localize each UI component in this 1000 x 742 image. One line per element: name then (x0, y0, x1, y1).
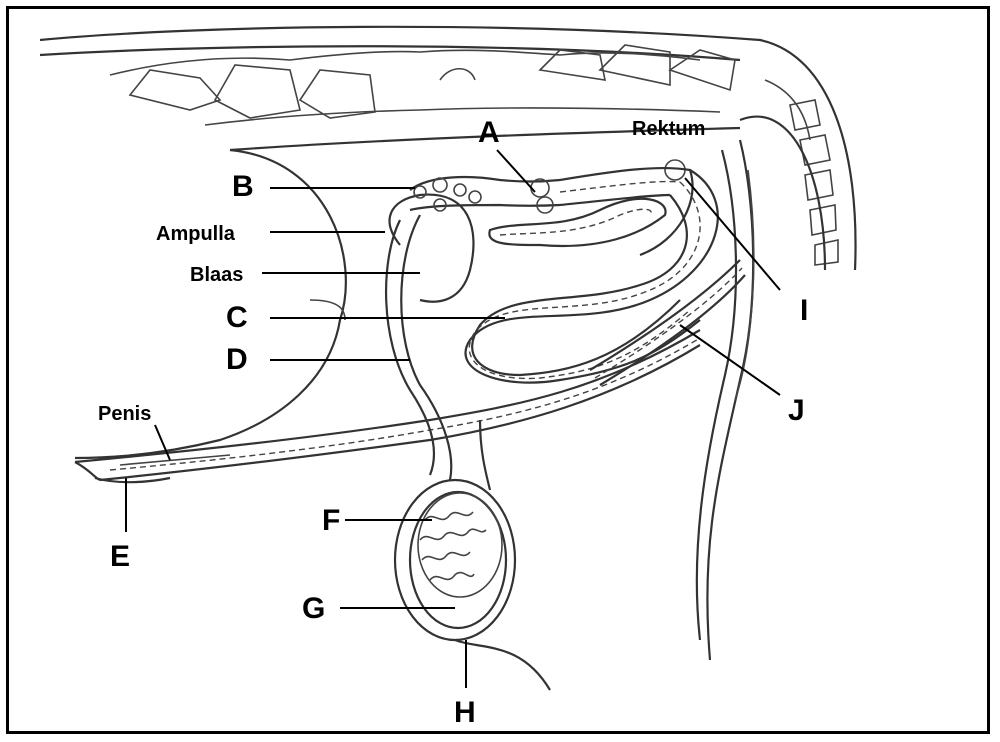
label-e: E (110, 540, 130, 573)
label-i: I (800, 294, 808, 327)
label-g: G (302, 592, 325, 625)
label-h: H (454, 696, 476, 729)
label-f: F (322, 504, 340, 537)
label-b: B (232, 170, 254, 203)
rectum-tube (697, 140, 754, 660)
label-d: D (226, 343, 248, 376)
label-blaas: Blaas (190, 264, 243, 286)
label-ampulla: Ampulla (156, 223, 236, 245)
testis (395, 480, 550, 690)
label-c: C (226, 301, 248, 334)
label-a: A (478, 116, 500, 149)
label-j: J (788, 394, 805, 427)
label-rektum: Rektum (632, 118, 705, 140)
spermatic-cord (386, 215, 490, 490)
label-penis: Penis (98, 403, 151, 425)
